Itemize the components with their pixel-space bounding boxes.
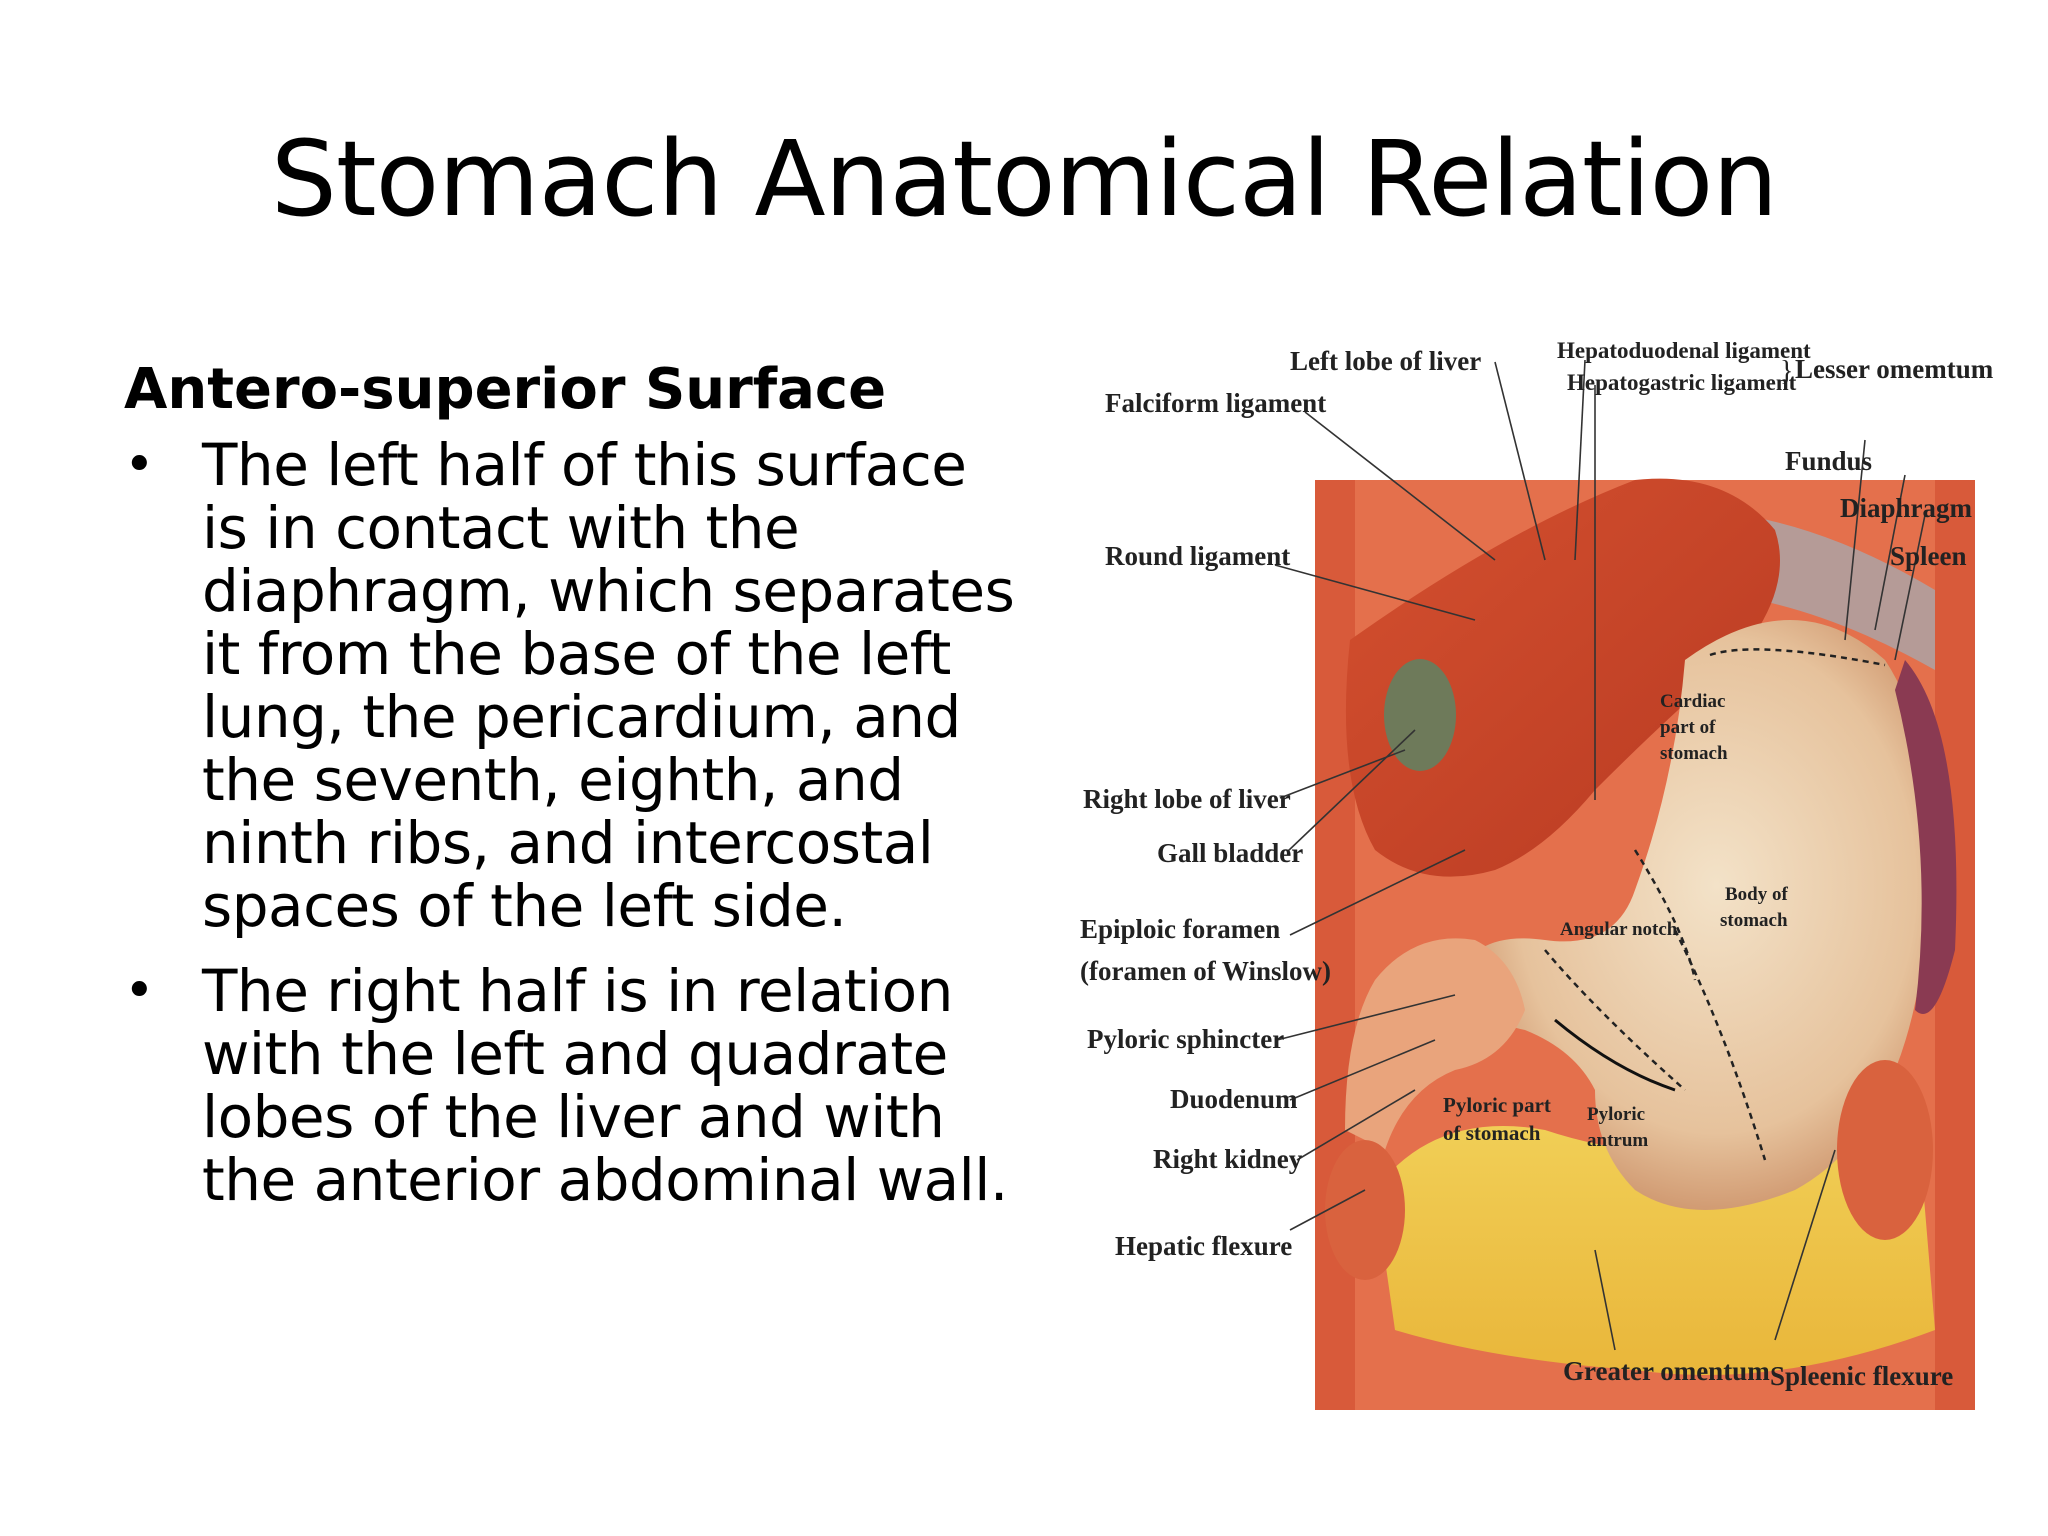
label-cardiac-part-line3: stomach <box>1660 743 1728 764</box>
duodenum-shape <box>1345 938 1525 1150</box>
subheading: Antero-superior Surface <box>124 357 887 422</box>
label-pyloric-antrum-line2: antrum <box>1587 1130 1648 1151</box>
text-content: Antero-superior Surface The left half of… <box>124 357 1024 1234</box>
label-left-lobe-of-liver: Left lobe of liver <box>1290 346 1481 376</box>
label-pyloric-part-line1: Pyloric part <box>1443 1093 1551 1117</box>
label-body-of-stomach-line1: Body of <box>1725 884 1788 905</box>
label-hepatoduodenal-ligament: Hepatoduodenal ligament <box>1557 338 1811 363</box>
label-fundus: Fundus <box>1785 446 1872 476</box>
brace-icon: } <box>1780 356 1793 387</box>
label-splenic-flexure: Spleenic flexure <box>1770 1361 1953 1391</box>
label-cardiac-part-line1: Cardiac <box>1660 691 1725 712</box>
slide-title: Stomach Anatomical Relation <box>270 118 1778 240</box>
label-pyloric-antrum-line1: Pyloric <box>1587 1104 1645 1125</box>
label-lesser-omentum: Lesser omemtum <box>1795 354 1994 384</box>
label-body-of-stomach-line2: stomach <box>1720 910 1788 931</box>
label-cardiac-part-line2: part of <box>1660 717 1716 738</box>
hepatic-flexure-shape <box>1325 1140 1405 1280</box>
anatomy-illustration: Left lobe of liver Falciform ligament He… <box>1080 338 1994 1410</box>
label-diaphragm: Diaphragm <box>1840 493 1973 523</box>
label-epiploic-foramen: Epiploic foramen <box>1080 914 1280 944</box>
label-right-lobe-of-liver: Right lobe of liver <box>1083 784 1291 814</box>
label-hepatic-flexure: Hepatic flexure <box>1115 1231 1292 1261</box>
label-angular-notch: Angular notch <box>1560 919 1678 940</box>
label-greater-omentum: Greater omentum <box>1563 1356 1770 1386</box>
stomach-anatomy-figure: Left lobe of liver Falciform ligament He… <box>1075 330 2000 1435</box>
liver-shape <box>1345 478 1780 877</box>
stomach-shape <box>1455 620 1930 1210</box>
label-gall-bladder: Gall bladder <box>1157 838 1303 868</box>
bullet-list: The left half of this surface is in cont… <box>124 434 1024 1212</box>
region-lines <box>1544 648 1886 1161</box>
splenic-flexure-shape <box>1837 1060 1933 1240</box>
label-hepatogastric-ligament: Hepatogastric ligament <box>1567 370 1797 395</box>
label-pyloric-part-line2: of stomach <box>1443 1121 1541 1145</box>
label-falciform-ligament: Falciform ligament <box>1105 388 1326 418</box>
label-duodenum: Duodenum <box>1170 1084 1298 1114</box>
label-pyloric-sphincter: Pyloric sphincter <box>1087 1024 1284 1054</box>
bullet-item: The right half is in relation with the l… <box>124 960 1024 1212</box>
label-right-kidney: Right kidney <box>1153 1144 1303 1174</box>
label-spleen: Spleen <box>1890 541 1967 571</box>
label-round-ligament: Round ligament <box>1105 541 1290 571</box>
leader-lines <box>1274 359 1926 1351</box>
bullet-item: The left half of this surface is in cont… <box>124 434 1024 938</box>
spleen-shape <box>1895 660 1957 1014</box>
pyloric-line <box>1554 1018 1676 1092</box>
label-foramen-of-winslow: (foramen of Winslow) <box>1080 956 1331 986</box>
